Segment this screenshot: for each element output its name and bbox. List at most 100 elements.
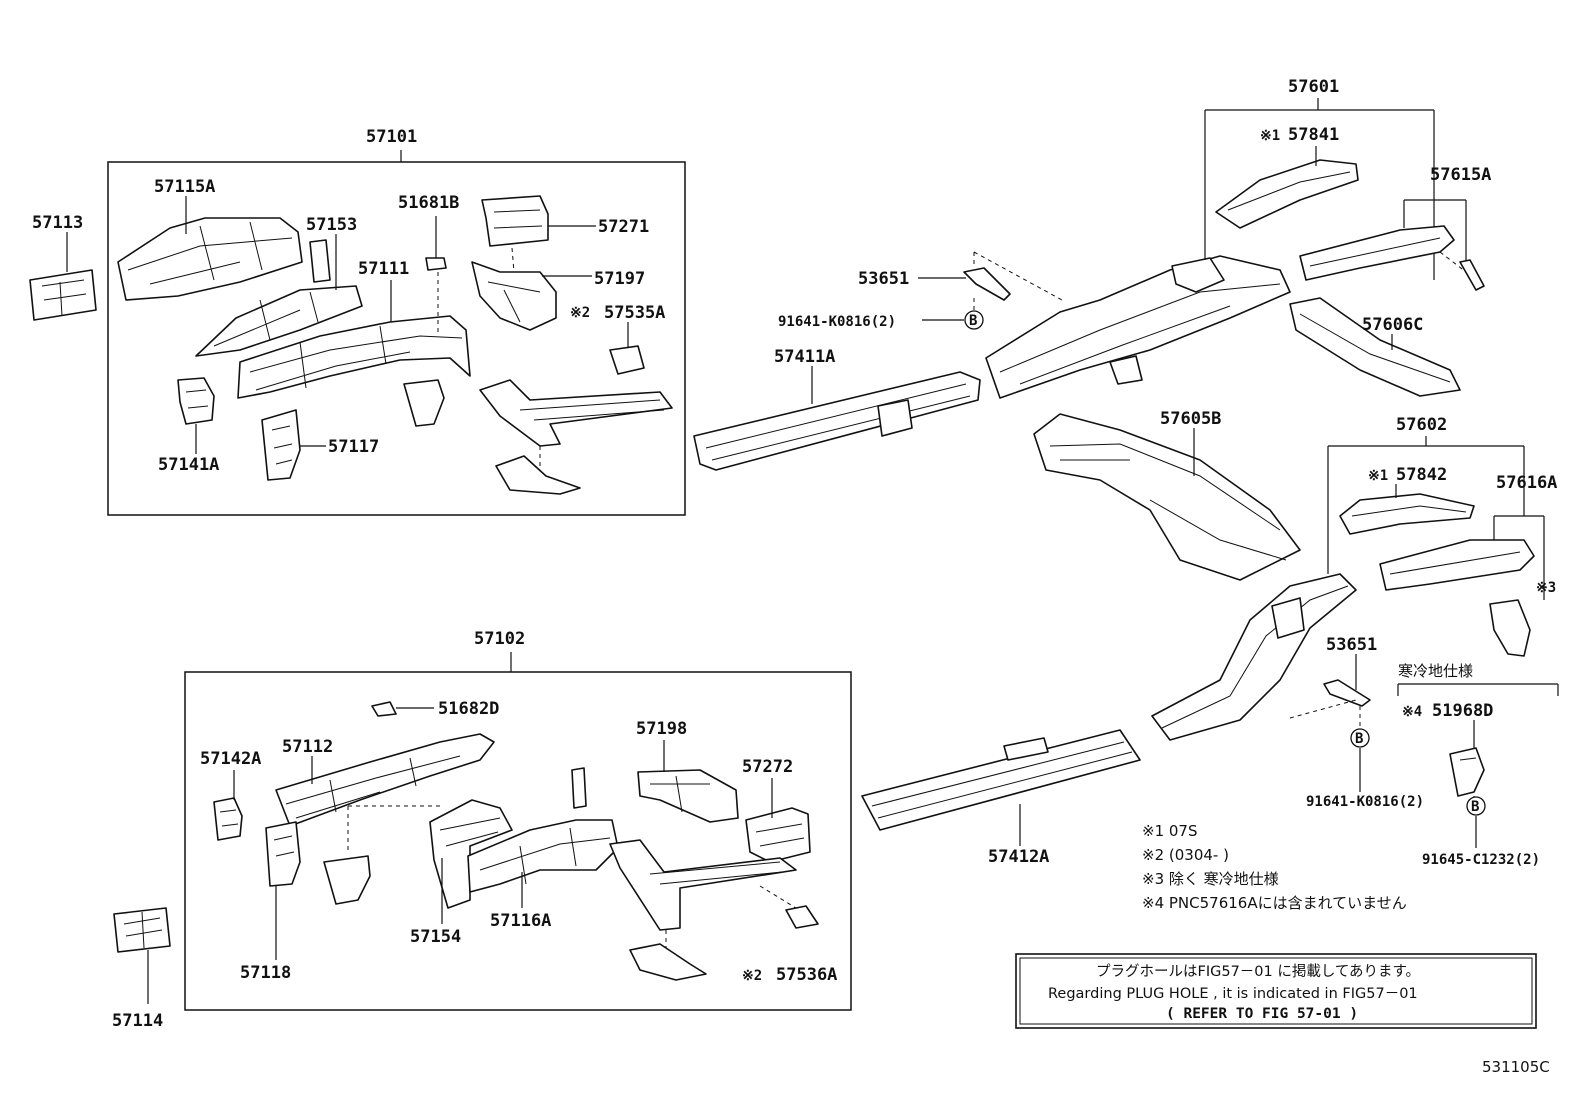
part-label-57117: 57117 <box>328 437 379 457</box>
part-label-57118: 57118 <box>240 963 291 983</box>
part-57602-bracket <box>1327 436 1525 574</box>
part-57616A-drawing <box>1379 515 1545 657</box>
bolt-label: B <box>969 313 977 329</box>
part-label-51968D: 51968D <box>1432 701 1493 721</box>
part-57842-drawing <box>1339 484 1475 535</box>
bolt-marker-upper: B <box>922 310 984 330</box>
part-57198-drawing <box>637 740 739 823</box>
part-label-57411A: 57411A <box>774 347 835 367</box>
part-label-57114: 57114 <box>112 1011 163 1031</box>
reference-box: プラグホールはFIG57－01 に掲載してあります。 Regarding PLU… <box>1015 953 1537 1029</box>
reference-line-2: Regarding PLUG HOLE , it is indicated in… <box>1048 986 1418 1002</box>
part-label-51681B: 51681B <box>398 193 459 213</box>
part-57411A-drawing <box>693 366 981 471</box>
part-label-57272: 57272 <box>742 757 793 777</box>
part-57153-drawing <box>195 234 363 357</box>
part-57141A-drawing <box>177 377 215 454</box>
cold-spec-label: 寒冷地仕様 <box>1398 662 1473 680</box>
part-label-57841: 57841 <box>1288 125 1339 145</box>
part-57272-drawing <box>745 778 811 863</box>
footnote-3: ※3 除く 寒冷地仕様 <box>1142 870 1279 888</box>
part-label-57602: 57602 <box>1396 415 1447 435</box>
part-57606C-drawing <box>1289 297 1461 397</box>
part-label-57153: 57153 <box>306 215 357 235</box>
part-label-91645: 91645-C1232(2) <box>1422 852 1540 868</box>
part-label-53651-upper: 53651 <box>858 269 909 289</box>
part-label-57141A: 57141A <box>158 455 219 475</box>
part-51968D-drawing <box>1449 720 1485 848</box>
part-51682D-drawing <box>371 701 434 717</box>
assembly-box-57102 <box>184 671 852 1011</box>
rear-side-member-drawing <box>1151 573 1357 741</box>
mark-note-4: ※4 <box>1402 704 1422 720</box>
part-57118-drawing <box>265 821 301 960</box>
footnote-4: ※4 PNC57616Aには含まれていません <box>1142 894 1407 912</box>
rocker-lower-drawing <box>609 839 819 981</box>
part-57142A-drawing <box>213 770 243 841</box>
reference-line-1: プラグホールはFIG57－01 に掲載してあります。 <box>1096 963 1420 980</box>
part-57271-drawing <box>481 195 596 273</box>
part-label-57112: 57112 <box>282 737 333 757</box>
part-57113-drawing <box>29 232 97 321</box>
part-53651-upper-drawing <box>918 251 1063 312</box>
rocker-upper-drawing <box>479 379 673 495</box>
part-label-57606C: 57606C <box>1362 315 1423 335</box>
part-57117-drawing <box>261 409 326 481</box>
part-label-57198: 57198 <box>636 719 687 739</box>
part-53651-lower-drawing <box>1289 654 1371 792</box>
part-57841-drawing <box>1215 146 1359 229</box>
part-label-51682D: 51682D <box>438 699 499 719</box>
part-57605B-drawing <box>1033 413 1301 581</box>
part-label-57535A: 57535A <box>604 303 665 323</box>
part-label-57111: 57111 <box>358 259 409 279</box>
part-57111-drawing <box>237 280 471 399</box>
bracket-lower-mid <box>323 855 371 905</box>
part-57535A-drawing <box>609 322 645 375</box>
assembly-box-57101 <box>107 161 686 516</box>
part-label-57142A: 57142A <box>200 749 261 769</box>
part-label-57616A: 57616A <box>1496 473 1557 493</box>
part-57154-drawing <box>429 799 513 924</box>
part-label-91641-lower: 91641-K0816(2) <box>1306 794 1424 810</box>
bracket-upper-mid <box>403 379 445 427</box>
part-label-57154: 57154 <box>410 927 461 947</box>
part-57412A-drawing <box>861 729 1141 846</box>
footnote-1: ※1 07S <box>1142 822 1198 840</box>
part-57197-drawing <box>471 261 592 331</box>
part-label-57271: 57271 <box>598 217 649 237</box>
part-label-91641-upper: 91641-K0816(2) <box>778 314 896 330</box>
part-label-57842: 57842 <box>1396 465 1447 485</box>
bolt-label: B <box>1471 799 1479 815</box>
pillar-small-drawing <box>571 767 587 809</box>
bolt-label: B <box>1355 731 1363 747</box>
mark-note-1-lower: ※1 <box>1368 468 1388 484</box>
part-label-57115A: 57115A <box>154 177 215 197</box>
part-label-57605B: 57605B <box>1160 409 1221 429</box>
mark-note-2-upper: ※2 <box>570 305 590 321</box>
mark-note-2-lower: ※2 <box>742 968 762 984</box>
part-label-57102: 57102 <box>474 629 525 649</box>
main-frame-center-drawing <box>985 98 1435 399</box>
part-label-57113: 57113 <box>32 213 83 233</box>
cold-spec-bracket <box>1397 683 1559 696</box>
part-label-57536A: 57536A <box>776 965 837 985</box>
part-51681B-drawing <box>425 216 447 336</box>
part-label-57615A: 57615A <box>1430 165 1491 185</box>
figure-code: 531105C <box>1482 1058 1550 1076</box>
mark-note-1-upper: ※1 <box>1260 128 1280 144</box>
part-label-53651-lower: 53651 <box>1326 635 1377 655</box>
part-label-57116A: 57116A <box>490 911 551 931</box>
bolt-marker-cold: B <box>1466 796 1486 816</box>
part-57116A-drawing <box>467 819 619 908</box>
bolt-marker-lower: B <box>1350 728 1370 748</box>
part-57112-drawing <box>275 733 495 852</box>
footnote-2: ※2 (0304- ) <box>1142 846 1229 864</box>
part-57115A-drawing <box>117 196 303 301</box>
mark-note-3: ※3 <box>1536 580 1556 596</box>
part-label-57197: 57197 <box>594 269 645 289</box>
reference-line-3: ( REFER TO FIG 57-01 ) <box>1166 1006 1358 1022</box>
part-label-57601: 57601 <box>1288 77 1339 97</box>
part-label-57101: 57101 <box>366 127 417 147</box>
part-label-57412A: 57412A <box>988 847 1049 867</box>
